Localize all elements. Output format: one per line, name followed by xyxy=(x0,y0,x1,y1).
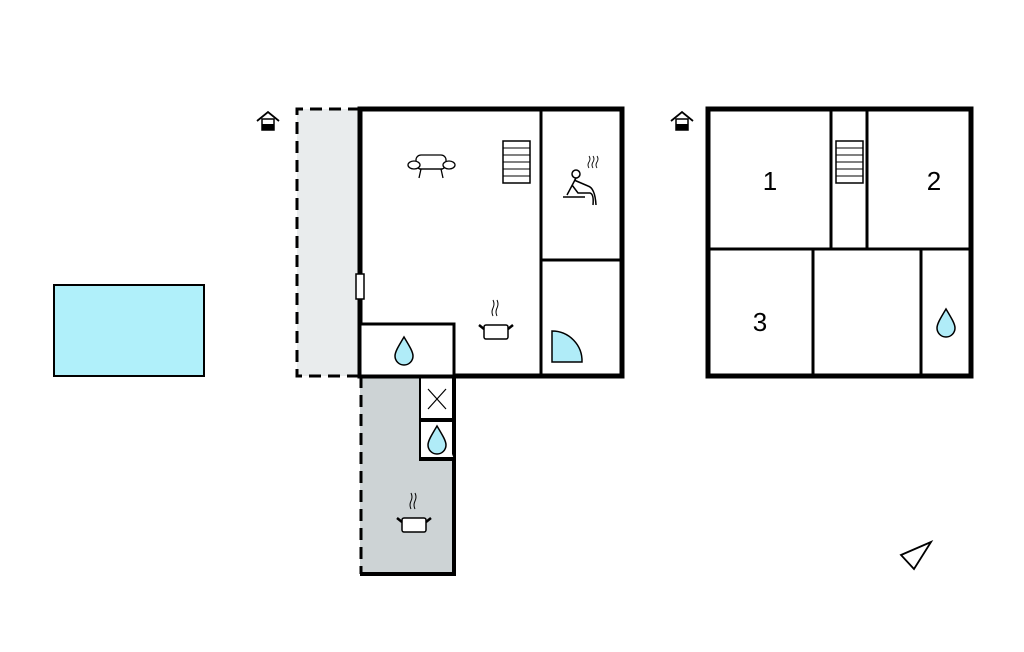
upper-floor: 1 2 3 xyxy=(705,106,974,379)
room-label-1: 1 xyxy=(763,166,777,196)
window xyxy=(355,273,365,300)
pool xyxy=(53,284,205,377)
entrance-icon xyxy=(670,111,694,131)
room-label-2: 2 xyxy=(927,166,941,196)
shower-icon xyxy=(551,330,583,363)
stairs-icon xyxy=(835,140,864,184)
terrace xyxy=(295,107,360,378)
compass-icon xyxy=(899,540,934,571)
annex xyxy=(359,376,456,576)
entrance-icon xyxy=(256,111,280,131)
sofa-icon xyxy=(407,154,456,179)
room-label-3: 3 xyxy=(753,307,767,337)
ground-floor xyxy=(355,106,625,379)
washer-icon xyxy=(427,388,447,410)
stairs-icon xyxy=(502,140,531,184)
sauna-icon xyxy=(563,155,599,206)
